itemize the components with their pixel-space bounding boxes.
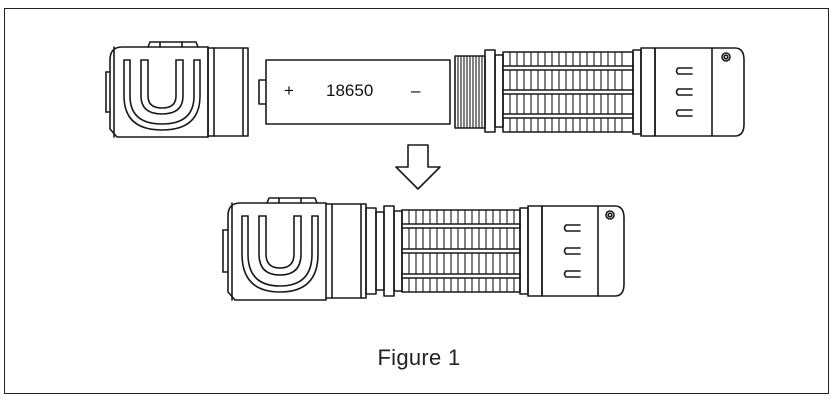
flashlight-tube-top [454,47,745,137]
battery-model-label: 18650 [326,81,374,100]
battery-minus-label: – [411,81,421,100]
down-arrow-icon [395,144,441,190]
flashlight-assembled [222,197,625,301]
flashlight-head-top [105,41,249,138]
battery-18650 [258,59,451,125]
figure-caption: Figure 1 [377,345,461,370]
figure-frame [4,8,829,394]
battery-plus-label: + [284,81,294,100]
